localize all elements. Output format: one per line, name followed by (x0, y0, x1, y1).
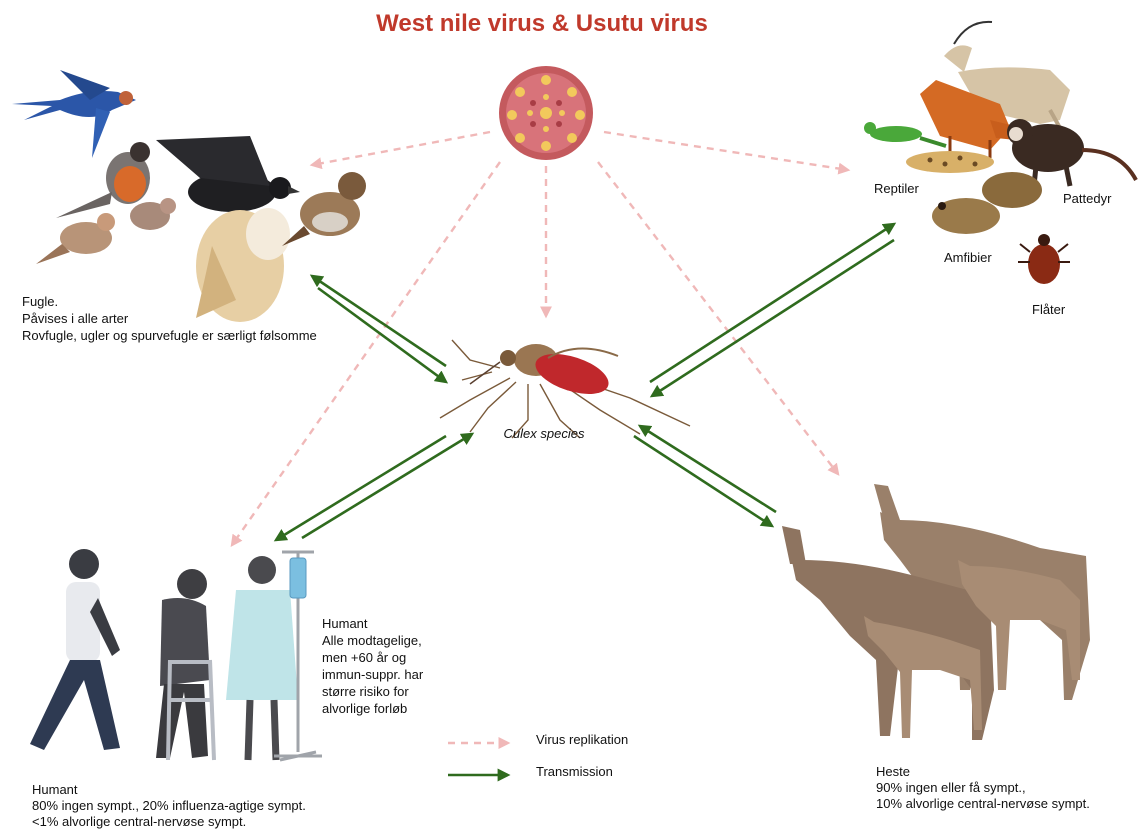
legend-transmission-label: Transmission (536, 764, 613, 779)
humans-right-heading: Humant (322, 616, 368, 631)
transmission-arrow-mosquito-to-animals (650, 224, 894, 382)
birds-illustration (12, 70, 366, 322)
sparrow-icon (282, 172, 366, 246)
gecko-icon (906, 151, 994, 173)
legend: Virus replikation Transmission (448, 732, 628, 779)
elderly-man-icon (156, 569, 214, 760)
transmission-arrow-animals-to-mosquito (652, 240, 894, 396)
humans-right-text-1: Alle modtagelige, (322, 633, 422, 648)
lizard-icon (864, 122, 946, 146)
diagram-title: West nile virus & Usutu virus (376, 10, 708, 37)
horses-heading: Heste (876, 764, 910, 779)
mosquito-label: Culex species (504, 426, 585, 441)
legend-replication-label: Virus replikation (536, 732, 628, 747)
transmission-arrow-birds-to-mosquito (318, 288, 446, 382)
humans-right-text-5: alvorlige forløb (322, 701, 407, 716)
replication-arrow-animals (604, 132, 848, 170)
humans-right-text-2: men +60 år og (322, 650, 406, 665)
toad-icon (932, 172, 1042, 234)
horses-illustration (782, 484, 1090, 740)
transmission-arrow-mosquito-to-horses (634, 436, 772, 526)
humans-right-text-3: immun-suppr. har (322, 667, 424, 682)
ticks-label: Flåter (1032, 302, 1066, 317)
birds-heading: Fugle. (22, 294, 58, 309)
tick-icon (1018, 234, 1070, 284)
transmission-arrow-horses-to-mosquito (640, 426, 776, 512)
birds-text-1: Påvises i alle arter (22, 311, 129, 326)
horses-text-1: 90% ingen eller få sympt., (876, 780, 1026, 795)
replication-arrow-horses (598, 162, 838, 474)
humans-bottom-heading: Humant (32, 782, 78, 797)
reptiles-label: Reptiler (874, 181, 919, 196)
transmission-arrow-humans-to-mosquito (302, 434, 472, 538)
mosquito-icon (440, 340, 690, 438)
humans-illustration (30, 549, 322, 760)
owl-icon (196, 208, 290, 322)
crow-icon (156, 136, 300, 212)
replication-arrow-birds (312, 132, 490, 165)
other-animals-illustration (864, 22, 1136, 284)
horses-text-2: 10% alvorlige central-nervøse sympt. (876, 796, 1090, 811)
walking-man-icon (30, 549, 120, 750)
amphibians-label: Amfibier (944, 250, 992, 265)
swallow-icon (12, 70, 136, 158)
mammals-label: Pattedyr (1063, 191, 1112, 206)
transmission-arrow-mosquito-to-humans (276, 436, 446, 540)
humans-right-text-4: større risiko for (322, 684, 409, 699)
patient-icon (226, 556, 298, 760)
transmission-arrow-mosquito-to-birds (312, 276, 446, 366)
virus-particle-icon (499, 66, 593, 160)
finch-icon (36, 213, 115, 264)
humans-bottom-text-2: <1% alvorlige central-nervøse sympt. (32, 814, 246, 829)
humans-bottom-text-1: 80% ingen sympt., 20% influenza-agtige s… (32, 798, 306, 813)
birds-text-2: Rovfugle, ugler og spurvefugle er særlig… (22, 328, 317, 343)
small-bird-icon (130, 198, 176, 230)
